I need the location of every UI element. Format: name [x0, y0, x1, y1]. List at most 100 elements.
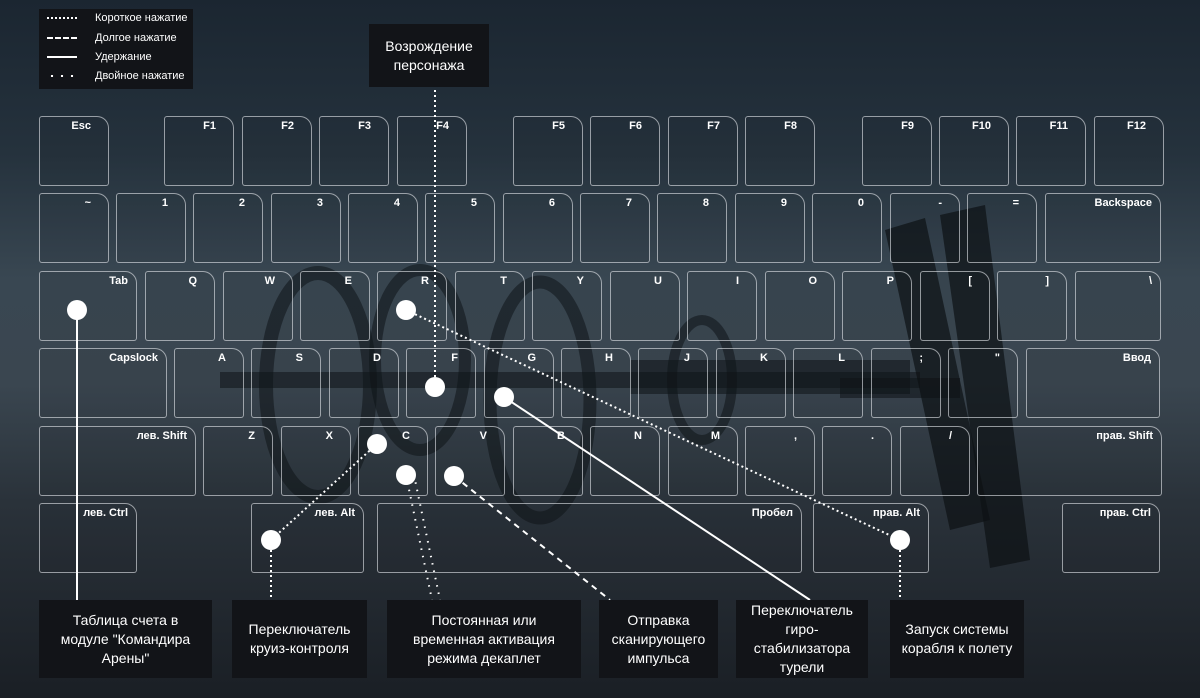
key-label: Z	[248, 430, 255, 442]
key-o: O	[765, 271, 835, 341]
key-f11: F11	[1016, 116, 1086, 186]
key-label: 1	[161, 197, 168, 209]
callout-turret-gyro: Переключатель гиро- стабилизатора турели	[736, 600, 868, 678]
key-k: K	[716, 348, 786, 418]
key-label: P	[886, 275, 894, 287]
key-label: F11	[1049, 120, 1068, 132]
key-label: X	[325, 430, 333, 442]
key-5: 5	[425, 193, 495, 263]
key-f10: F10	[939, 116, 1009, 186]
legend-item-hold: Удержание	[47, 48, 152, 66]
sparse-dotted-line-icon	[47, 75, 77, 77]
key-label: R	[421, 275, 429, 287]
key-4: 4	[348, 193, 418, 263]
key-label: [	[968, 275, 972, 287]
key-label: ,	[793, 430, 797, 442]
key-label: W	[264, 275, 275, 287]
key-y: Y	[532, 271, 602, 341]
key-label: F12	[1127, 120, 1146, 132]
key-label: =	[1012, 197, 1019, 209]
key-tilde: ~	[39, 193, 109, 263]
key-enter: Ввод	[1026, 348, 1160, 418]
key-s: S	[251, 348, 321, 418]
key-label: V	[479, 430, 487, 442]
key-label: 4	[393, 197, 400, 209]
key-label: O	[808, 275, 817, 287]
key-n: N	[590, 426, 660, 496]
legend-item-long-press: Долгое нажатие	[47, 29, 177, 47]
key-marker-g	[494, 387, 514, 407]
key-label: I	[735, 275, 739, 287]
key-label: Пробел	[751, 507, 793, 519]
solid-line-icon	[47, 56, 77, 58]
key-label: E	[344, 275, 352, 287]
key-label: прав. Alt	[872, 507, 920, 519]
key-label: 0	[857, 197, 864, 209]
key-label: S	[295, 352, 303, 364]
key-comma: ,	[745, 426, 815, 496]
key-minus: -	[890, 193, 960, 263]
key-semicolon: ;	[871, 348, 941, 418]
key-label: F6	[629, 120, 642, 132]
key-z: Z	[203, 426, 273, 496]
key-label: Backspace	[1094, 197, 1153, 209]
key-f1: F1	[164, 116, 234, 186]
callout-decoupled-mode: Постоянная или временная активация режим…	[387, 600, 581, 678]
key-slash: /	[900, 426, 970, 496]
key-tab: Tab	[39, 271, 137, 341]
key-0: 0	[812, 193, 882, 263]
key-marker-c	[367, 434, 387, 454]
key-left-bracket: [	[920, 271, 990, 341]
key-left-shift: лев. Shift	[39, 426, 196, 496]
key-j: J	[638, 348, 708, 418]
key-9: 9	[735, 193, 805, 263]
key-h: H	[561, 348, 631, 418]
key-marker-r	[396, 300, 416, 320]
key-label: "	[994, 352, 1000, 364]
callout-scoreboard: Таблица счета в модуле "Командира Арены"	[39, 600, 212, 678]
key-f7: F7	[668, 116, 738, 186]
key-label: F7	[707, 120, 720, 132]
key-8: 8	[657, 193, 727, 263]
key-backspace: Backspace	[1045, 193, 1161, 263]
key-right-alt: прав. Alt	[813, 503, 929, 573]
key-label: 2	[238, 197, 245, 209]
key-label: Q	[188, 275, 197, 287]
legend-label: Удержание	[95, 51, 152, 63]
legend-item-double-press: Двойное нажатие	[47, 67, 185, 85]
key-g: G	[484, 348, 554, 418]
key-m: M	[668, 426, 738, 496]
key-d: D	[329, 348, 399, 418]
legend-item-short-press: Короткое нажатие	[47, 9, 188, 27]
key-label: K	[760, 352, 768, 364]
key-capslock: Capslock	[39, 348, 167, 418]
key-f3: F3	[319, 116, 389, 186]
key-label: F4	[436, 120, 449, 132]
key-label: 9	[780, 197, 787, 209]
key-label: F	[451, 352, 458, 364]
key-label: T	[500, 275, 507, 287]
legend-label: Долгое нажатие	[95, 32, 177, 44]
key-label: F8	[784, 120, 797, 132]
key-right-bracket: ]	[997, 271, 1067, 341]
legend-label: Двойное нажатие	[95, 70, 185, 82]
key-label: F3	[358, 120, 371, 132]
key-label: C	[402, 430, 410, 442]
key-label: ;	[919, 352, 923, 364]
key-marker-tab	[67, 300, 87, 320]
key-b: B	[513, 426, 583, 496]
key-label: F2	[281, 120, 294, 132]
dashed-line-icon	[47, 37, 77, 39]
key-label: прав. Ctrl	[1099, 507, 1151, 519]
key-t: T	[455, 271, 525, 341]
key-marker-f	[425, 377, 445, 397]
key-a: A	[174, 348, 244, 418]
key-1: 1	[116, 193, 186, 263]
key-left-ctrl: лев. Ctrl	[39, 503, 137, 573]
key-w: W	[223, 271, 293, 341]
callout-flight-ready: Запуск системы корабля к полету	[890, 600, 1024, 678]
key-f2: F2	[242, 116, 312, 186]
key-label: Y	[576, 275, 584, 287]
key-v: V	[435, 426, 505, 496]
